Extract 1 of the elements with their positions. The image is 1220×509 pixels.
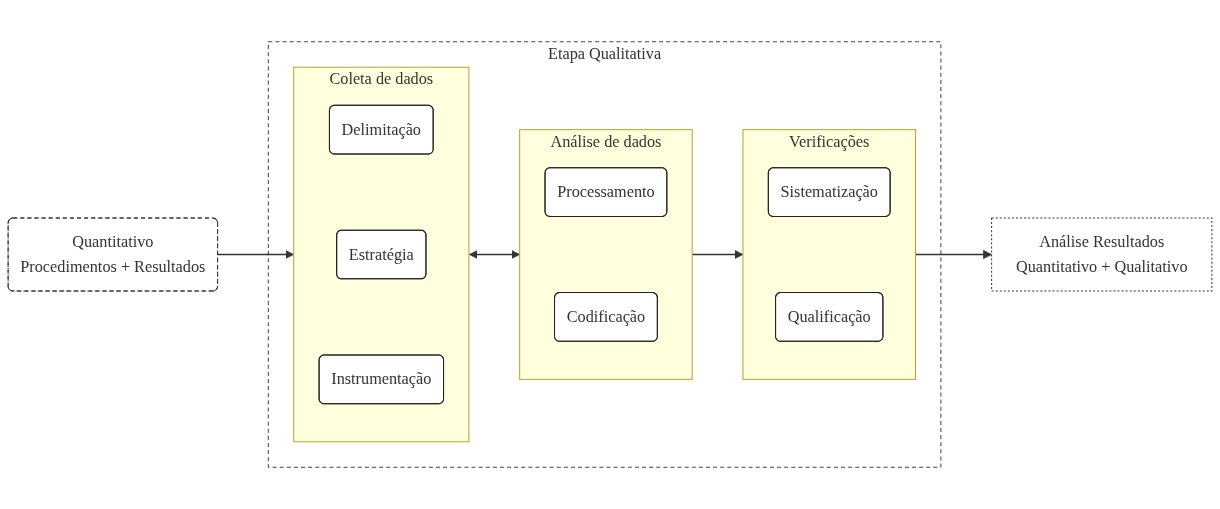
node-box: Análise Resultados Quantitativo + Qualitativo bbox=[991, 217, 1213, 292]
